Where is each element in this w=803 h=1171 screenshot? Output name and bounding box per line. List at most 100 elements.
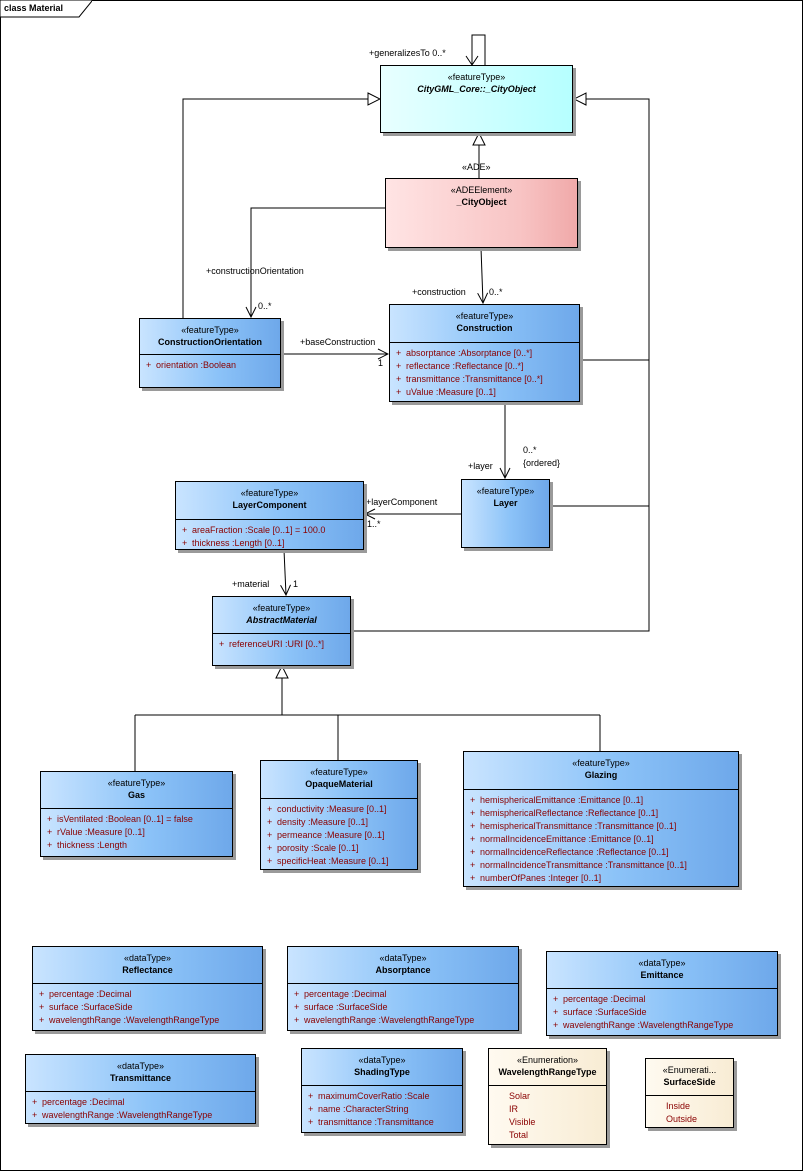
class-stereotype: «featureType» [455, 311, 514, 321]
class-glazing[interactable]: «featureType» Glazing +hemisphericalEmit… [463, 751, 739, 887]
class-stereotype: «featureType» [252, 603, 311, 613]
attribute-row: +thickness :Length [47, 840, 128, 850]
attribute-row: +wavelengthRange :WavelengthRangeType [294, 1015, 475, 1025]
enum-literal: Inside [666, 1101, 691, 1111]
attribute-row: +isVentilated :Boolean [0..1] = false [47, 814, 193, 824]
layer-role-label: +layer [468, 461, 493, 471]
attribute-row: +density :Measure [0..1] [267, 817, 369, 827]
layer-mult-label: 0..* [523, 445, 537, 455]
construction-association [481, 247, 483, 303]
datatype-emittance[interactable]: «dataType» Emittance +percentage :Decima… [546, 951, 778, 1036]
class-gas[interactable]: «featureType» Gas +isVentilated :Boolean… [40, 771, 233, 857]
attribute-row: +transmittance :Transmittance [0..*] [396, 374, 543, 384]
attribute-row: +normalIncidenceReflectance :Reflectance… [470, 847, 669, 857]
enum-literal: Visible [509, 1117, 536, 1127]
attribute-row: +absorptance :Absorptance [0..*] [396, 348, 533, 358]
class-name: CityGML_Core::_CityObject [417, 84, 536, 94]
datatype-absorptance[interactable]: «dataType» Absorptance +percentage :Deci… [287, 946, 519, 1031]
class-stereotype: «Enumerati... [662, 1065, 717, 1075]
attribute-row: +surface :SurfaceSide [39, 1002, 133, 1012]
class-stereotype: «dataType» [379, 953, 427, 963]
class-layer[interactable]: «featureType» Layer [461, 479, 550, 548]
class-stereotype: «dataType» [123, 953, 172, 963]
class-stereotype: «featureType» [447, 72, 506, 82]
datatype-reflectance[interactable]: «dataType» Reflectance +percentage :Deci… [32, 946, 263, 1031]
diagram-title-tab [0, 0, 92, 18]
abstract-material-generalization [351, 360, 650, 632]
material-association [284, 549, 286, 595]
class-name: Construction [456, 323, 513, 333]
attribute-row: +normalIncidenceTransmittance :Transmitt… [470, 860, 687, 870]
attribute-row: +permeance :Measure [0..1] [267, 830, 385, 840]
class-stereotype: «featureType» [240, 488, 299, 498]
class-name: Glazing [584, 770, 618, 780]
layer-component-role-label: +layerComponent [366, 497, 438, 507]
construction-mult-label: 0..* [489, 287, 503, 297]
attribute-row: +wavelengthRange :WavelengthRangeType [32, 1110, 213, 1120]
class-stereotype: «dataType» [116, 1061, 165, 1071]
attribute-row: +maximumCoverRatio :Scale [308, 1091, 430, 1101]
enum-literal: IR [509, 1104, 518, 1114]
ade-label: «ADE» [462, 162, 491, 172]
attribute-row: +rValue :Measure [0..1] [47, 827, 145, 837]
class-construction[interactable]: «featureType» Construction +absorptance … [389, 304, 580, 402]
construction-role-label: +construction [412, 287, 466, 297]
attribute-row: +uValue :Measure [0..1] [396, 387, 496, 397]
class-construction-orientation[interactable]: «featureType» ConstructionOrientation +o… [139, 318, 281, 388]
class-name: Emittance [640, 970, 684, 980]
attribute-row: +wavelengthRange :WavelengthRangeType [553, 1020, 734, 1030]
class-stereotype: «Enumeration» [516, 1055, 579, 1065]
class-name: Layer [493, 498, 518, 508]
attribute-row: +reflectance :Reflectance [0..*] [396, 361, 524, 371]
datatype-transmittance[interactable]: «dataType» Transmittance +percentage :De… [25, 1054, 256, 1124]
base-construction-role-label: +baseConstruction [300, 337, 376, 347]
generalizes-to-association [471, 34, 486, 65]
class-name: AbstractMaterial [246, 615, 317, 625]
base-construction-mult-label: 1 [378, 358, 384, 368]
attribute-row: +percentage :Decimal [294, 989, 387, 999]
layer-ordered-label: {ordered} [523, 458, 561, 468]
class-stereotype: «ADEElement» [450, 185, 513, 195]
class-name: Absorptance [375, 965, 431, 975]
enum-surface-side[interactable]: «Enumerati... SurfaceSide Inside Outside [645, 1058, 734, 1128]
enum-literal: Solar [509, 1091, 531, 1101]
enum-literal: Total [509, 1130, 529, 1140]
class-ade-city-object[interactable]: «ADEElement» _CityObject [385, 178, 578, 248]
attribute-row: +specificHeat :Measure [0..1] [267, 856, 389, 866]
material-mult-label: 1 [293, 579, 299, 589]
class-opaque-material[interactable]: «featureType» OpaqueMaterial +conductivi… [260, 760, 418, 870]
class-name: Reflectance [122, 965, 173, 975]
material-role-label: +material [232, 579, 270, 589]
class-layer-component[interactable]: «featureType» LayerComponent +areaFracti… [175, 481, 364, 550]
class-name: Gas [127, 790, 145, 800]
attribute-row: +wavelengthRange :WavelengthRangeType [39, 1015, 220, 1025]
attribute-row: +thickness :Length [0..1] [182, 538, 285, 548]
class-name: OpaqueMaterial [305, 779, 373, 789]
construction-orientation-association [251, 207, 385, 317]
attribute-row: +normalIncidenceEmittance :Emittance [0.… [470, 834, 654, 844]
enum-wavelength-range-type[interactable]: «Enumeration» WavelengthRangeType Solar … [488, 1048, 607, 1145]
class-name: SurfaceSide [663, 1077, 716, 1087]
class-stereotype: «dataType» [358, 1055, 406, 1065]
attribute-row: +referenceURI :URI [0..*] [219, 639, 325, 649]
attribute-row: +hemisphericalEmittance :Emittance [0..1… [470, 795, 644, 805]
attribute-row: +areaFraction :Scale [0..1] = 100.0 [182, 525, 326, 535]
class-name: WavelengthRangeType [498, 1067, 597, 1077]
attribute-row: +orientation :Boolean [146, 360, 237, 370]
class-abstract-material[interactable]: «featureType» AbstractMaterial +referenc… [212, 596, 351, 666]
construction-generalization [574, 99, 650, 361]
attribute-row: +percentage :Decimal [553, 994, 646, 1004]
attribute-row: +hemisphericalTransmittance :Transmittan… [470, 821, 677, 831]
attribute-row: +transmittance :Transmittance [308, 1117, 434, 1127]
construction-orientation-mult-label: 0..* [258, 301, 272, 311]
datatype-shading-type[interactable]: «dataType» ShadingType +maximumCoverRati… [301, 1048, 463, 1133]
attribute-row: +numberOfPanes :Integer [0..1] [470, 873, 602, 883]
diagram-title: class Material [4, 3, 64, 13]
class-name: ShadingType [354, 1067, 410, 1077]
attribute-row: +surface :SurfaceSide [294, 1002, 388, 1012]
attribute-row: +porosity :Scale [0..1] [267, 843, 359, 853]
attribute-row: +hemisphericalReflectance :Reflectance [… [470, 808, 659, 818]
class-stereotype: «featureType» [310, 767, 368, 777]
class-city-object[interactable]: «featureType» CityGML_Core::_CityObject [380, 65, 573, 133]
construction-orientation-generalization [182, 99, 380, 318]
